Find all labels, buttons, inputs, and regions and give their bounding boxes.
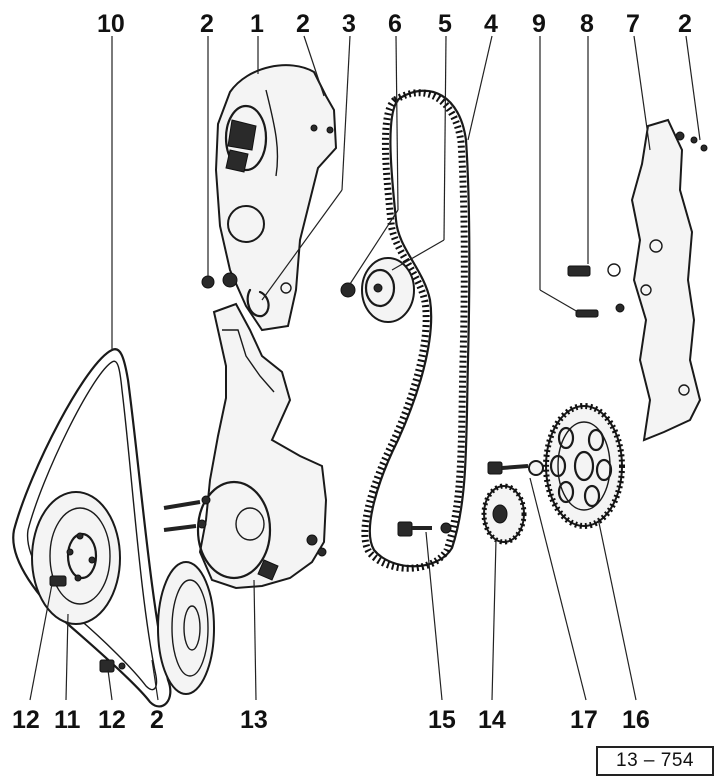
crankshaft-sprocket bbox=[481, 483, 527, 545]
toothed-belt bbox=[361, 89, 471, 572]
callout-10: 10 bbox=[97, 10, 125, 38]
lower-belt-guard bbox=[196, 302, 328, 590]
callout-8: 8 bbox=[580, 10, 594, 38]
pulley-bolt-upper bbox=[49, 575, 67, 587]
callout-5: 5 bbox=[438, 10, 452, 38]
callout-13: 13 bbox=[240, 706, 268, 734]
callout-4: 4 bbox=[484, 10, 498, 38]
crankshaft-pulley bbox=[31, 491, 121, 625]
callout-11: 11 bbox=[54, 706, 81, 734]
tensioner-roller bbox=[340, 257, 415, 323]
sprocket-bolt bbox=[487, 460, 544, 476]
callout-7: 7 bbox=[626, 10, 640, 38]
lower-pulley bbox=[157, 561, 215, 695]
callout-14: 14 bbox=[478, 706, 506, 734]
pulley-bolt-lower bbox=[99, 659, 126, 673]
callout-6: 6 bbox=[388, 10, 402, 38]
guard-bolts bbox=[163, 500, 201, 532]
callout-numbers: 10 2 1 2 3 6 5 4 9 8 7 2 12 11 12 2 13 1… bbox=[12, 10, 692, 734]
callout-16: 16 bbox=[622, 706, 650, 734]
belt-bolt bbox=[397, 521, 452, 537]
callout-15: 15 bbox=[428, 706, 456, 734]
callout-12: 12 bbox=[98, 706, 126, 734]
figure-reference-label: 13 – 754 bbox=[596, 746, 714, 776]
callout-2: 2 bbox=[296, 10, 310, 38]
callout-12: 12 bbox=[12, 706, 40, 734]
callout-17: 17 bbox=[570, 706, 598, 734]
callout-1: 1 bbox=[250, 10, 264, 38]
v-belt bbox=[12, 348, 172, 708]
callout-3: 3 bbox=[342, 10, 356, 38]
stud-8 bbox=[567, 263, 621, 277]
callout-2: 2 bbox=[150, 706, 164, 734]
clip-3 bbox=[246, 288, 270, 318]
washer-nut-2a bbox=[201, 272, 238, 289]
rear-cover-plate bbox=[630, 118, 708, 442]
callout-2: 2 bbox=[200, 10, 214, 38]
upper-belt-guard bbox=[214, 64, 338, 332]
leader-lines bbox=[29, 35, 701, 701]
bolt-9 bbox=[575, 303, 625, 318]
callout-2: 2 bbox=[678, 10, 692, 38]
camshaft-sprocket bbox=[543, 403, 625, 529]
callout-9: 9 bbox=[532, 10, 546, 38]
